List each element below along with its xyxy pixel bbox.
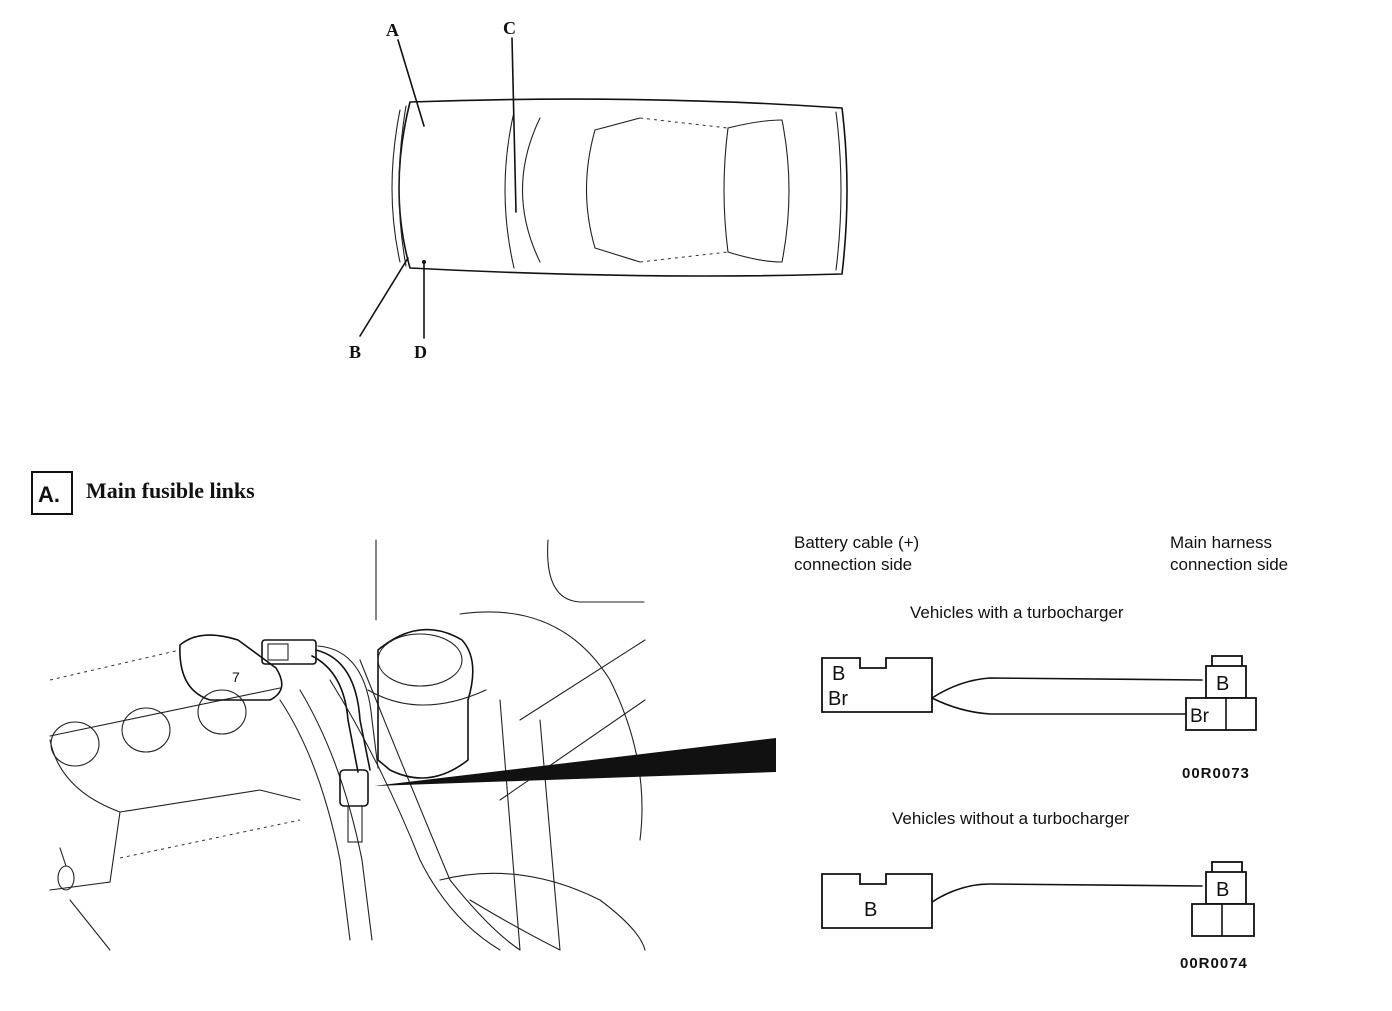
car-top-view: A C B D [349, 18, 848, 362]
turbo-connector-diagram: Vehicles with a turbocharger B Br B Br 0… [821, 603, 1257, 782]
svg-text:7: 7 [232, 669, 240, 685]
callout-a: A [386, 20, 399, 40]
turbo-caption: Vehicles with a turbocharger [910, 603, 1124, 622]
section-heading: A. Main fusible links [31, 471, 255, 515]
turbo-left-connector [821, 657, 933, 713]
connection-labels: Battery cable (+) connection side Main h… [794, 533, 1288, 574]
battery-side-line2: connection side [794, 555, 912, 574]
harness-side-line1: Main harness [1170, 533, 1272, 552]
callout-d: D [414, 342, 427, 362]
turbo-right-connector-top [1205, 665, 1247, 699]
non-turbo-code: 00R0074 [1180, 955, 1248, 972]
non-turbo-connector-diagram: Vehicles without a turbocharger B B 00R0… [821, 809, 1255, 972]
non-turbo-caption: Vehicles without a turbocharger [892, 809, 1130, 828]
callout-c: C [503, 18, 516, 38]
section-badge: A. [38, 482, 60, 507]
turbo-right-pin-br: Br [1190, 706, 1210, 727]
non-turbo-right-connector-top [1205, 871, 1247, 905]
turbo-left-pin-b: B [832, 663, 845, 685]
pointer-wedge [374, 738, 776, 786]
turbo-code: 00R0073 [1182, 765, 1250, 782]
battery-side-line1: Battery cable (+) [794, 533, 919, 552]
non-turbo-left-connector [821, 873, 933, 929]
section-title: Main fusible links [86, 478, 255, 503]
harness-side-line2: connection side [1170, 555, 1288, 574]
callout-b: B [349, 342, 361, 362]
turbo-left-pin-br: Br [828, 688, 848, 710]
non-turbo-left-pin-b: B [864, 899, 877, 921]
engine-bay-illustration: 7 [49, 539, 776, 951]
non-turbo-right-pin-b: B [1216, 879, 1229, 901]
non-turbo-right-connector-bottom [1191, 903, 1255, 937]
turbo-right-pin-b: B [1216, 673, 1229, 695]
turbo-right-connector-bottom [1185, 697, 1257, 731]
section-badge-box [31, 471, 73, 515]
